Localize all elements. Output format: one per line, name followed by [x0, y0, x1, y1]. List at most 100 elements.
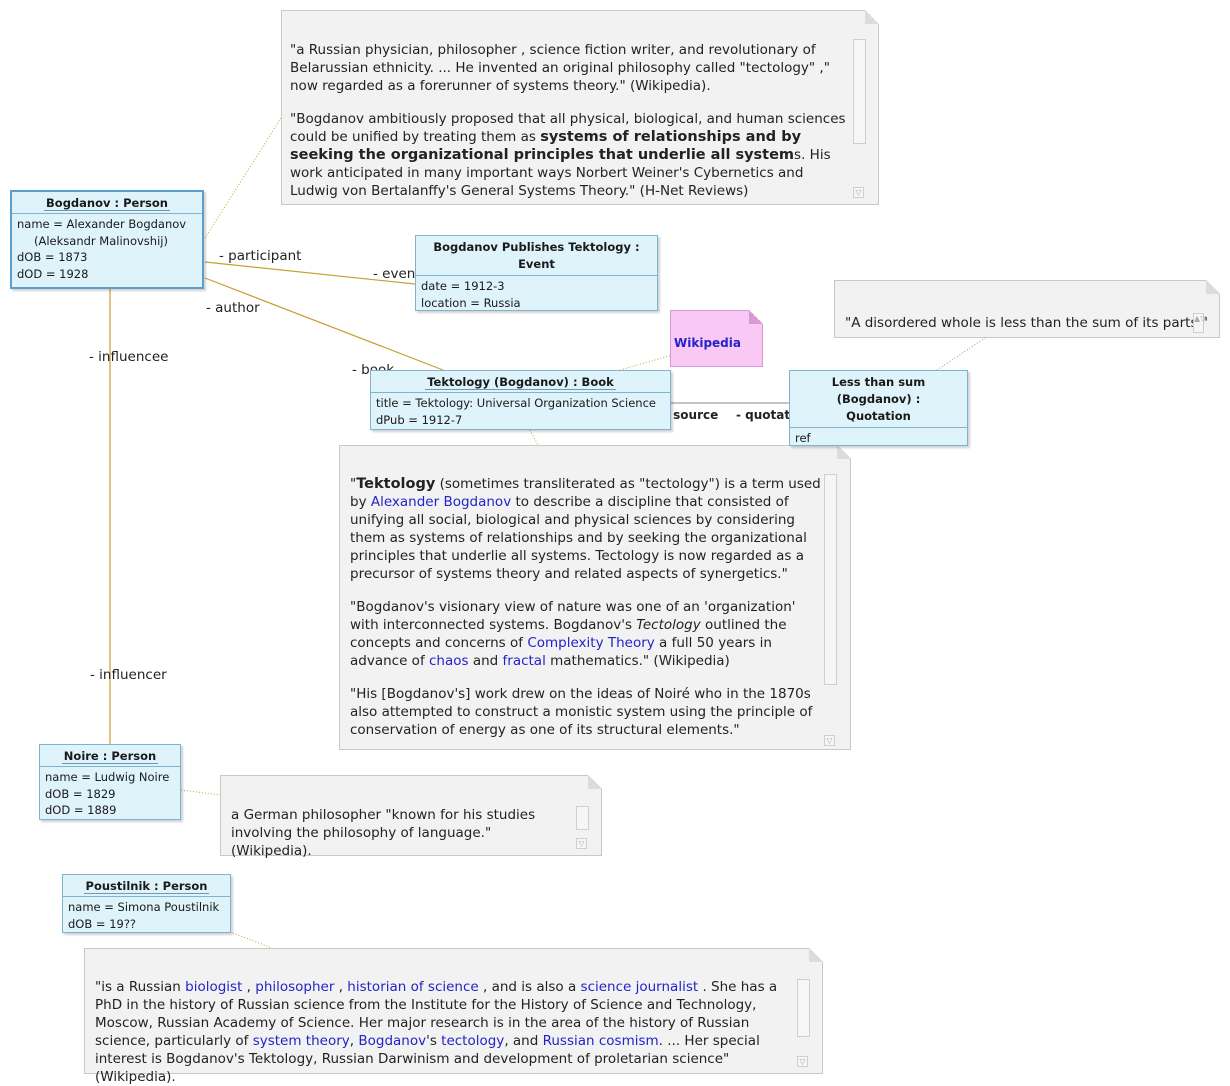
note-fold	[837, 445, 851, 459]
quote-text: "A disordered whole is less than the sum…	[845, 315, 1208, 331]
object-title: Bogdanov : Person	[12, 192, 202, 214]
bogdanov-note-anchor	[204, 117, 282, 239]
bogdanov-link[interactable]: Bogdanov	[358, 1033, 427, 1049]
object-attributes: date = 1912-3 location = Russia	[416, 276, 657, 313]
tektology-description-note[interactable]: "Tektology (sometimes transliterated as …	[339, 445, 851, 750]
object-title: Poustilnik : Person	[63, 875, 230, 897]
object-title-text: Poustilnik : Person	[83, 879, 210, 894]
note-text: s. His work anticipated in many importan…	[290, 147, 831, 199]
object-title-text: Tektology (Bogdanov) : Book	[425, 375, 616, 390]
participant-association[interactable]	[204, 261, 416, 285]
note-text: ,	[242, 979, 256, 995]
noire-note-text: a German philosopher "known for his stud…	[231, 807, 536, 859]
noire-description-note[interactable]: a German philosopher "known for his stud…	[220, 775, 602, 859]
note-text: "Bogdanov ambitiously proposed that all …	[290, 111, 846, 145]
system-theory-link[interactable]: system theory	[252, 1033, 350, 1049]
scroll-down-icon[interactable]: ▽	[576, 838, 587, 849]
note-text: 's	[426, 1033, 442, 1049]
note-text: a full 50 years in advance of	[350, 635, 772, 669]
object-title-text: Bogdanov Publishes Tektology :	[433, 240, 640, 254]
scroll-down-icon[interactable]: ▽	[853, 187, 864, 198]
note-paragraph: "His [Bogdanov's] work drew on the ideas…	[350, 686, 813, 738]
attr-dod: dOD = 1928	[17, 266, 89, 281]
object-attributes: ref	[790, 428, 967, 449]
noire-person-object[interactable]: Noire : Person name = Ludwig Noire dOB =…	[39, 744, 181, 820]
author-association[interactable]	[204, 277, 444, 371]
note-bold-text: Tektology	[356, 476, 436, 492]
attr-location: location = Russia	[421, 295, 521, 310]
complexity-theory-link[interactable]: Complexity Theory	[527, 635, 655, 651]
note-scrollbar[interactable]: ▲▽	[1193, 313, 1206, 333]
noire-note-anchor	[180, 789, 222, 796]
poustilnik-note-anchor	[229, 931, 273, 949]
note-text: and	[468, 653, 503, 669]
scroll-down-icon[interactable]: ▽	[797, 1056, 808, 1067]
tectology-link[interactable]: tectology	[441, 1033, 505, 1049]
object-title-text: Quotation	[846, 409, 911, 423]
object-attributes: name = Simona Poustilnik dOB = 19??	[63, 897, 230, 934]
wikipedia-note[interactable]: Wikipedia	[670, 310, 763, 367]
note-paragraph: "Bogdanov's visionary view of nature was…	[350, 598, 826, 670]
attr-title: title = Tektology: Universal Organizatio…	[376, 396, 656, 410]
note-fold	[588, 775, 602, 789]
note-text: "	[350, 476, 357, 492]
tektology-note-anchor	[529, 429, 539, 446]
object-title-text: Less than sum	[831, 375, 926, 389]
note-scrollbar[interactable]	[576, 806, 589, 830]
role-influencer: - influencer	[90, 667, 167, 683]
attr-dob: dOB = 1873	[17, 250, 88, 264]
role-participant: - participant	[219, 248, 302, 264]
object-attributes: name = Ludwig Noire dOB = 1829 dOD = 188…	[40, 767, 180, 821]
attr-name: name = Simona Poustilnik	[68, 900, 220, 914]
note-text: , and	[504, 1033, 543, 1049]
poustilnik-description-note[interactable]: "is a Russian biologist , philosopher , …	[84, 948, 823, 1085]
poustilnik-person-object[interactable]: Poustilnik : Person name = Simona Pousti…	[62, 874, 231, 933]
fractal-link[interactable]: fractal	[502, 653, 546, 669]
note-italic-text: Tectology	[636, 617, 701, 633]
quotation-object[interactable]: Less than sum (Bogdanov) : Quotation ref	[789, 370, 968, 446]
note-scrollbar[interactable]	[853, 39, 866, 144]
note-paragraph: "a Russian physician, philosopher , scie…	[290, 42, 830, 94]
role-influencee: - influencee	[89, 349, 169, 365]
quote-note[interactable]: "A disordered whole is less than the sum…	[834, 280, 1220, 338]
biologist-link[interactable]: biologist	[185, 979, 243, 995]
philosopher-link[interactable]: philosopher	[255, 979, 335, 995]
role-event: - event	[373, 266, 421, 282]
role-source: - source	[664, 408, 719, 422]
attr-name-continued: (Aleksandr Malinovshij)	[34, 233, 168, 248]
attr-dpub: dPub = 1912-7	[376, 412, 463, 427]
tektology-book-object[interactable]: Tektology (Bogdanov) : Book title = Tekt…	[370, 370, 671, 430]
chaos-link[interactable]: chaos	[428, 653, 469, 669]
note-text: ,	[334, 979, 348, 995]
bogdanov-person-object[interactable]: Bogdanov : Person name = Alexander Bogda…	[10, 190, 204, 289]
attr-name: name = Alexander Bogdanov	[17, 217, 187, 231]
object-title-text: Bogdanov : Person	[44, 196, 170, 211]
object-attributes: name = Alexander Bogdanov (Aleksandr Mal…	[12, 214, 202, 284]
historian-of-science-link[interactable]: historian of science	[347, 979, 479, 995]
note-text: "Bogdanov's visionary view of nature was…	[350, 599, 796, 633]
note-text: , and is also a	[478, 979, 581, 995]
object-title-text: Event	[518, 257, 555, 271]
russian-cosmism-link[interactable]: Russian cosmism	[542, 1033, 659, 1049]
alexander-bogdanov-link[interactable]: Alexander Bogdanov	[370, 494, 512, 510]
attr-name: name = Ludwig Noire	[45, 770, 170, 784]
bogdanov-description-note[interactable]: "a Russian physician, philosopher , scie…	[281, 10, 879, 205]
object-title-text: (Bogdanov) :	[836, 392, 921, 406]
object-title-text: Noire : Person	[61, 749, 159, 764]
science-journalist-link[interactable]: science journalist	[580, 979, 699, 995]
object-title: Noire : Person	[40, 745, 180, 767]
wikipedia-link[interactable]: Wikipedia	[674, 336, 741, 350]
object-title: Tektology (Bogdanov) : Book	[371, 371, 670, 393]
note-text: to describe a discipline that consisted …	[350, 494, 807, 582]
note-paragraph: "Bogdanov ambitiously proposed that all …	[290, 110, 852, 200]
note-text: "is a Russian	[95, 979, 186, 995]
note-paragraph: "is a Russian biologist , philosopher , …	[95, 978, 800, 1086]
attr-dob: dOB = 19??	[68, 916, 137, 931]
tektology-event-object[interactable]: Bogdanov Publishes Tektology : Event dat…	[415, 235, 658, 311]
note-scrollbar[interactable]	[797, 979, 810, 1037]
note-text: ,	[349, 1033, 359, 1049]
role-author: - author	[206, 300, 260, 316]
note-scrollbar[interactable]	[824, 474, 837, 685]
scroll-down-icon[interactable]: ▽	[824, 735, 835, 746]
